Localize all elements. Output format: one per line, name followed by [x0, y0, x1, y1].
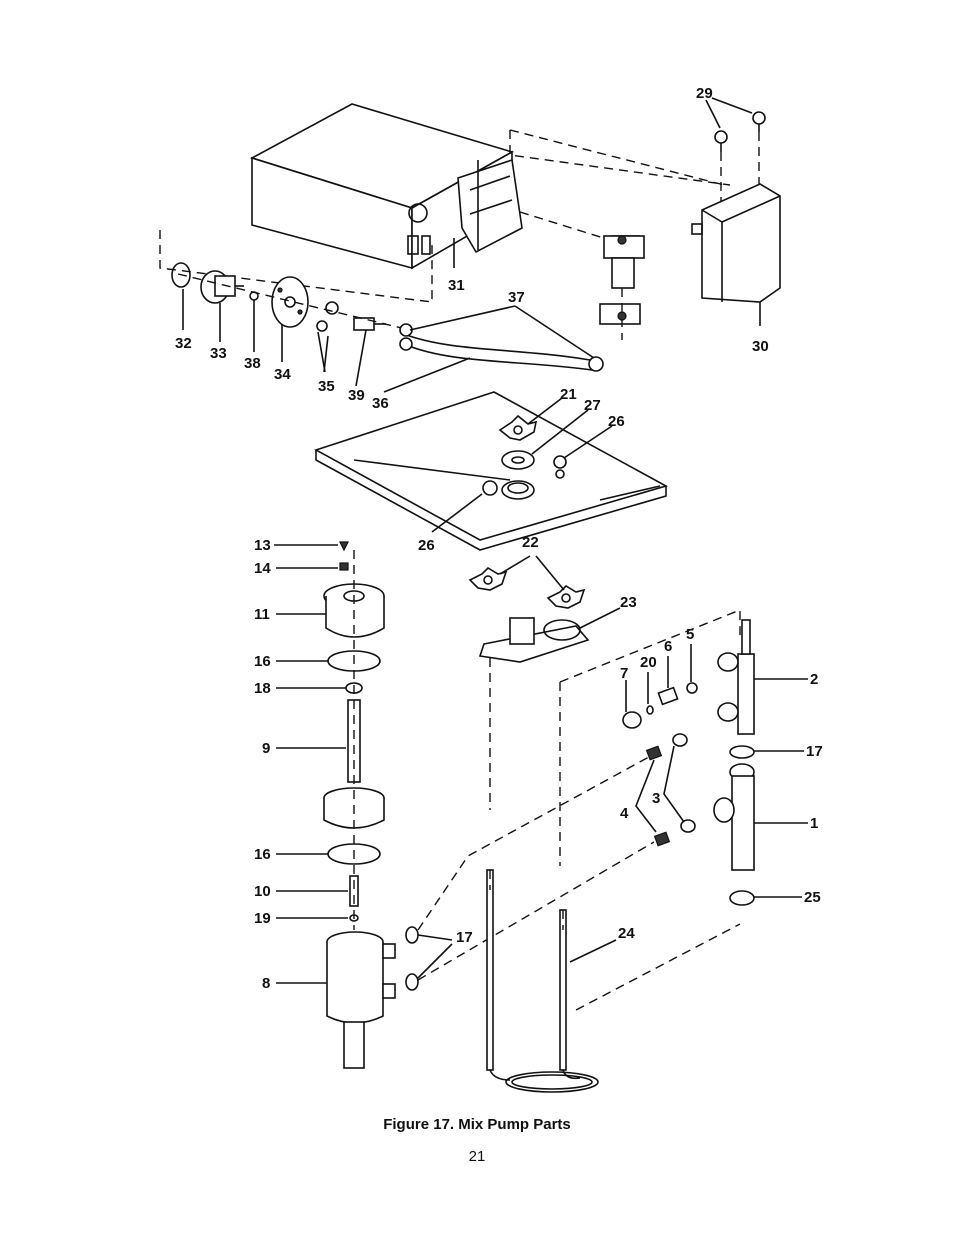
part-label-2: 2	[810, 671, 818, 688]
screws-35	[316, 301, 339, 373]
part-label-13: 13	[254, 537, 271, 554]
figure-caption: Figure 17. Mix Pump Parts	[383, 1116, 571, 1133]
part-label-4: 4	[620, 805, 629, 822]
nut-26-upper	[553, 425, 613, 479]
rod-24	[486, 869, 617, 1093]
o-ring-17-right	[729, 745, 804, 759]
nut-14	[276, 562, 349, 571]
part-label-34: 34	[274, 366, 291, 383]
part-label-24: 24	[618, 925, 635, 942]
fitting-3	[663, 733, 696, 833]
part-label-17a: 17	[456, 929, 473, 946]
page-number: 21	[468, 1148, 486, 1165]
part-label-7: 7	[620, 665, 628, 682]
part-label-22: 22	[522, 534, 539, 551]
cap-7	[622, 680, 642, 729]
part-label-19: 19	[254, 910, 271, 927]
fitting-6	[657, 656, 679, 706]
part-label-31: 31	[448, 277, 465, 294]
fitting-39	[353, 317, 386, 387]
part-label-27: 27	[584, 397, 601, 414]
tube-36	[383, 305, 604, 393]
washer-38	[249, 291, 259, 352]
o-ring-16-upper	[276, 650, 381, 672]
gearbox-housing	[249, 103, 523, 270]
part-label-5: 5	[686, 626, 694, 643]
part-label-16a: 16	[254, 653, 271, 670]
part-label-29: 29	[696, 85, 713, 102]
o-ring-25	[729, 890, 802, 906]
part-label-17b: 17	[806, 743, 823, 760]
part-label-37: 37	[508, 289, 525, 306]
part-label-18: 18	[254, 680, 271, 697]
part-label-33: 33	[210, 345, 227, 362]
o-ring-19	[276, 914, 359, 922]
piston-rod-9	[276, 699, 385, 829]
part-label-6: 6	[664, 638, 672, 655]
piston-cap-11	[276, 583, 385, 638]
part-label-16b: 16	[254, 846, 271, 863]
mounting-plate	[313, 391, 669, 551]
cylinder-8	[276, 931, 396, 1069]
part-label-14: 14	[254, 560, 271, 577]
part-label-11: 11	[254, 606, 270, 623]
part-label-30: 30	[752, 338, 769, 355]
nut-18	[276, 682, 363, 694]
part-label-26b: 26	[418, 537, 435, 554]
nut-26-lower	[431, 480, 498, 533]
star-gasket-22	[468, 555, 586, 609]
cover-30	[691, 183, 781, 326]
part-label-39: 39	[348, 387, 365, 404]
valve-body-1	[713, 763, 808, 871]
part-label-8: 8	[262, 975, 270, 992]
o-ring-17-left	[405, 926, 453, 991]
screw-13	[274, 541, 349, 552]
part-label-9: 9	[262, 740, 270, 757]
part-label-36: 36	[372, 395, 389, 412]
o-ring-16-lower	[276, 843, 381, 865]
part-label-21: 21	[560, 386, 577, 403]
bracket-23	[478, 607, 621, 663]
part-label-3: 3	[652, 790, 660, 807]
valve-body-2	[717, 619, 808, 735]
part-label-20: 20	[640, 654, 657, 671]
washer-27	[501, 409, 589, 500]
mix-pump-exploded-diagram: 29 31 30 37 32 33 38 34 35 39 36 21 27 2…	[159, 85, 823, 1093]
part-label-35: 35	[318, 378, 335, 395]
seal-ring-32	[171, 262, 191, 330]
part-label-26a: 26	[608, 413, 625, 430]
part-label-1: 1	[810, 815, 818, 832]
o-ring-20	[646, 672, 654, 715]
part-label-23: 23	[620, 594, 637, 611]
drive-shaft-assembly	[599, 235, 645, 340]
washer-5	[686, 644, 698, 694]
star-gasket-21	[498, 397, 563, 441]
part-label-32: 32	[175, 335, 192, 352]
spring-4	[635, 745, 671, 847]
part-label-38: 38	[244, 355, 261, 372]
part-label-10: 10	[254, 883, 271, 900]
pin-10	[276, 875, 359, 907]
part-label-25: 25	[804, 889, 821, 906]
knob-29	[705, 97, 766, 205]
gasket-34	[271, 276, 309, 362]
